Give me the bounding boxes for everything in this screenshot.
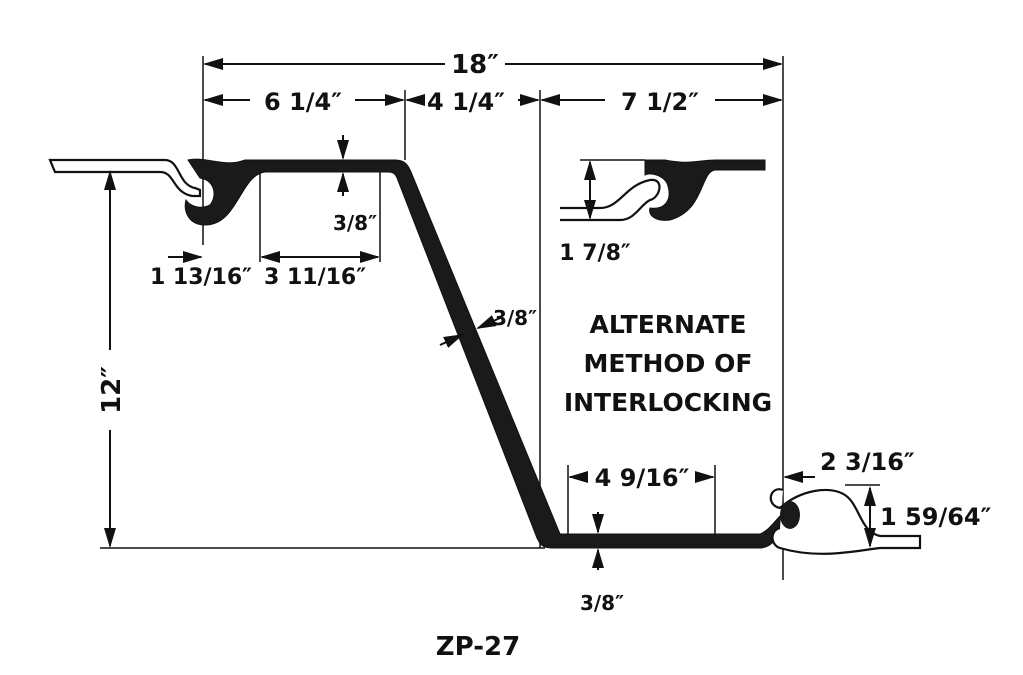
dimension-bottom-thickness: 3/8″ [580,512,624,615]
bottom-flat-label: 4 9/16″ [595,464,690,492]
dimension-top-thickness: 3/8″ [333,135,377,235]
dimension-web-thickness: 3/8″ [439,306,537,348]
alt-interlock-label: 1 7/8″ [559,241,631,266]
top-flat-label: 3 11/16″ [264,265,366,290]
alternate-method-title: ALTERNATE METHOD OF INTERLOCKING [564,310,772,417]
dimension-right-interlock: 2 3/16″ 1 59/64″ [783,448,992,548]
web-thickness-label: 3/8″ [493,306,537,330]
adjacent-sheet-left [48,158,202,198]
dimension-bottom-flat: 4 9/16″ [567,464,716,535]
interlock-offset-left-label: 1 13/16″ [150,265,252,290]
overall-width-label: 18″ [451,50,499,80]
alternate-label-line2: METHOD OF [584,349,753,378]
dimension-overall-width: 18″ [203,50,783,80]
dimension-row: 6 1/4″ 4 1/4″ 7 1/2″ [203,88,783,116]
alternate-label-line1: ALTERNATE [590,310,747,339]
pile-profile [184,158,791,549]
dimension-top-details: 1 13/16″ 3 11/16″ [150,172,381,290]
top-flange-width-label: 6 1/4″ [264,88,342,116]
web-projection-label: 4 1/4″ [427,88,505,116]
dimension-depth: 12″ [97,170,127,548]
alternate-interlock-inset: 1 7/8″ [559,159,766,266]
depth-label: 12″ [97,366,127,414]
interlock-height-label: 1 59/64″ [880,503,992,531]
top-thickness-label: 3/8″ [333,211,377,235]
interlock-offset-right-label: 2 3/16″ [820,448,915,476]
bottom-thickness-label: 3/8″ [580,591,624,615]
bottom-width-label: 7 1/2″ [621,88,699,116]
alternate-label-line3: INTERLOCKING [564,388,772,417]
figure-caption: ZP-27 [436,632,520,662]
